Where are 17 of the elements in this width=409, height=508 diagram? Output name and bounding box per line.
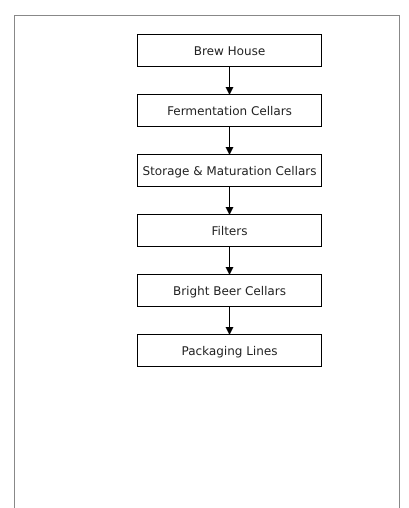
box-label: Fermentation Cellars xyxy=(167,102,292,120)
arrow xyxy=(226,186,234,215)
process-box xyxy=(137,94,322,127)
arrow xyxy=(226,66,234,95)
box-label: Filters xyxy=(212,222,248,240)
arrow xyxy=(226,306,234,335)
arrow xyxy=(226,126,234,155)
process-box xyxy=(137,154,322,187)
process-box xyxy=(137,274,322,307)
box-label: Brew House xyxy=(194,42,266,60)
box-label: Packaging Lines xyxy=(182,342,278,360)
arrow xyxy=(226,246,234,275)
box-label: Bright Beer Cellars xyxy=(173,282,286,300)
process-box xyxy=(137,34,322,67)
process-box xyxy=(137,334,322,367)
process-box xyxy=(137,214,322,247)
box-label: Storage & Maturation Cellars xyxy=(142,162,316,180)
